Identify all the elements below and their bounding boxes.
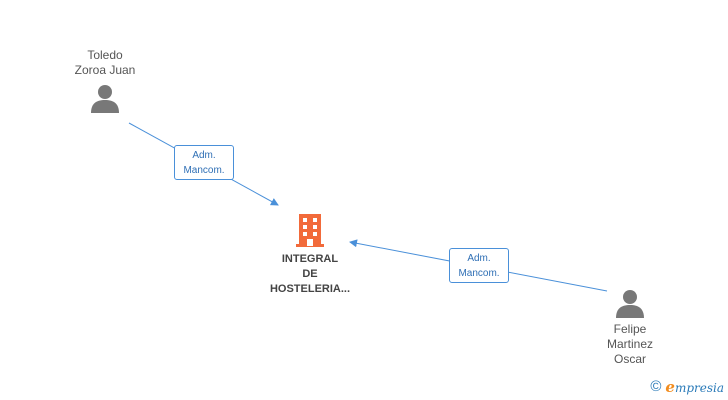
person-name-bottom: Felipe Martinez Oscar	[606, 322, 653, 366]
building-icon	[296, 214, 324, 247]
person-name-top: Toledo Zoroa Juan	[74, 48, 136, 77]
edge-label-bottom[interactable]: Adm. Mancom.	[449, 248, 509, 283]
person-icon	[91, 85, 119, 113]
copyright-icon: ©	[650, 378, 662, 395]
person-icon	[616, 290, 644, 318]
brand-text: mpresia	[674, 381, 724, 395]
edge-label-top[interactable]: Adm. Mancom.	[174, 145, 234, 180]
brand-initial: e	[665, 378, 675, 396]
person-node-bottom[interactable]: Felipe Martinez Oscar	[580, 288, 680, 367]
brand-watermark: © empresia	[650, 378, 724, 396]
brand-logo: empresia	[665, 378, 724, 396]
person-node-top[interactable]: Toledo Zoroa Juan	[55, 48, 155, 113]
company-name: INTEGRAL DE HOSTELERIA...	[269, 253, 351, 295]
company-node[interactable]: INTEGRAL DE HOSTELERIA...	[250, 212, 370, 297]
